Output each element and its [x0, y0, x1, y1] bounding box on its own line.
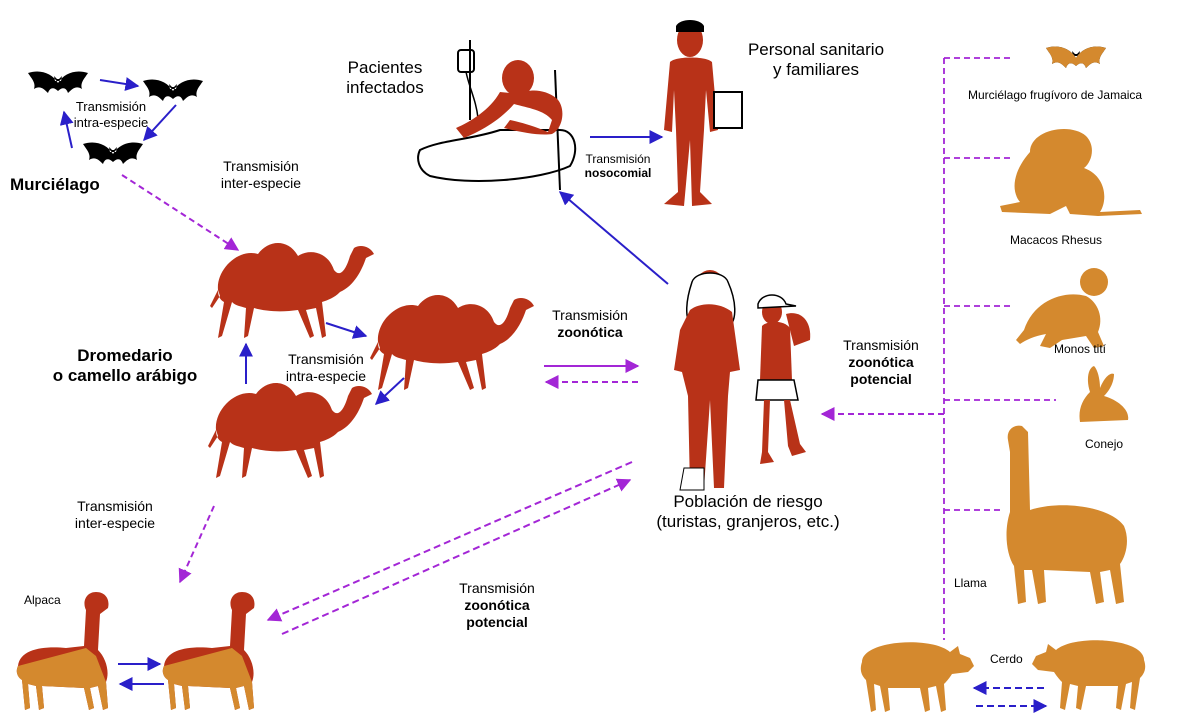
bat-inter-label: inter-especie [196, 175, 326, 192]
potential-zoonotic-label: Transmisión [442, 580, 552, 597]
camel-intra-arrow [326, 323, 366, 336]
risk-to-patient-arrow [560, 192, 668, 284]
staff-label: y familiares [726, 60, 906, 80]
pig-label: Cerdo [990, 652, 1023, 666]
bat-intra-label: intra-especie [66, 115, 156, 131]
nosocomial-label: nosocomial [572, 166, 664, 180]
macaque-label: Macacos Rhesus [1010, 233, 1102, 247]
camel-icon [208, 383, 372, 478]
camel-inter-label: Transmisión [50, 498, 180, 515]
person-icon [756, 295, 810, 464]
potential-zoonotic-label: zoonótica [442, 597, 552, 614]
bat-icon [143, 79, 203, 101]
person-icon [674, 270, 740, 490]
alpaca-icon [17, 592, 109, 710]
risk-population-label: Población de riesgo [628, 492, 868, 512]
monkey-icon [1016, 268, 1108, 348]
monkey-icon [1000, 129, 1142, 216]
patients-label: infectados [330, 78, 440, 98]
bat-label: Murciélago [10, 175, 100, 195]
camel-label: Dromedario [40, 346, 210, 366]
camel-label: o camello arábigo [40, 366, 210, 386]
camel-inter-label: inter-especie [50, 515, 180, 532]
llama-icon [1007, 426, 1127, 604]
potential-zoonotic-label: Transmisión [826, 337, 936, 354]
camel-icon [210, 243, 374, 338]
rabbit-icon [1079, 366, 1128, 422]
llama-label: Llama [954, 576, 987, 590]
marmoset-label: Monos tití [1054, 342, 1106, 356]
rabbit-label: Conejo [1085, 437, 1123, 451]
zoonotic-label: zoonótica [540, 324, 640, 341]
bat-intra-label: Transmisión [66, 99, 156, 115]
bat-intra-arrow [100, 80, 138, 86]
risk-population-label: (turistas, granjeros, etc.) [628, 512, 868, 532]
camel-to-alpaca-arrow [180, 506, 214, 582]
bat-icon [83, 142, 143, 164]
camel-intra-label: intra-especie [266, 368, 386, 385]
patients-label: Pacientes [330, 58, 440, 78]
camel-icon [370, 295, 534, 390]
camel-intra-label: Transmisión [266, 351, 386, 368]
bat-icon [1046, 46, 1106, 68]
bat-inter-label: Transmisión [196, 158, 326, 175]
bat-icon [28, 71, 88, 93]
potential-zoonotic-label: potencial [442, 614, 552, 631]
pig-icon [861, 642, 974, 712]
jamaica-bat-label: Murciélago frugívoro de Jamaica [968, 88, 1142, 102]
zoonotic-label: Transmisión [540, 307, 640, 324]
alpaca-group [17, 592, 255, 710]
potential-zoonotic-label: potencial [826, 371, 936, 388]
pig-icon [1032, 640, 1145, 710]
alpaca-icon [163, 592, 255, 710]
staff-label: Personal sanitario [726, 40, 906, 60]
nosocomial-label: Transmisión [572, 152, 664, 166]
patient-icon [418, 40, 575, 190]
alpaca-label: Alpaca [24, 593, 61, 607]
potential-zoonotic-label: zoonótica [826, 354, 936, 371]
